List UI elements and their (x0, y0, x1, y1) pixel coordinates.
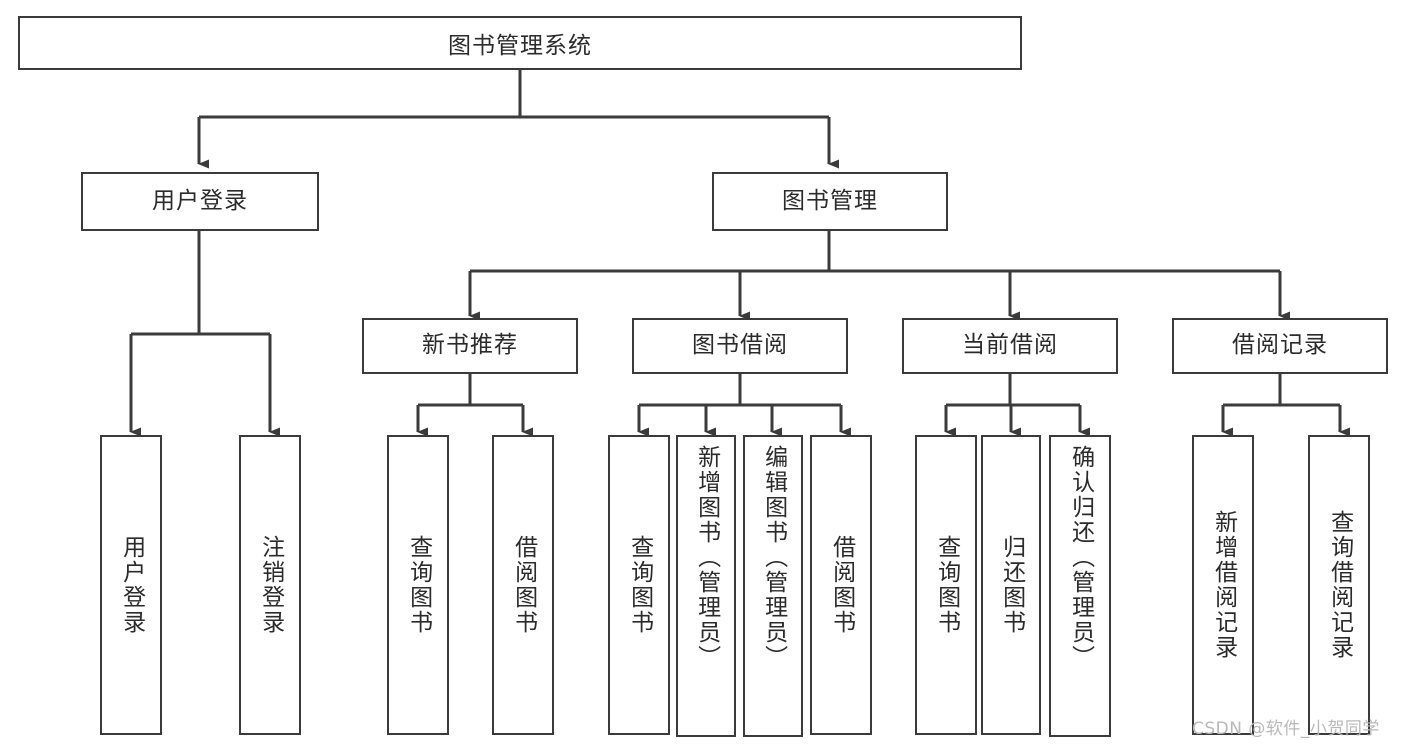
node-leaf-query-book-recommend[interactable]: 查询图书 (387, 435, 449, 735)
node-label: 新增借阅记录 (1210, 510, 1237, 660)
node-label: 确认归还（管理员） (1067, 445, 1094, 670)
node-leaf-confirm-return-admin[interactable]: 确认归还（管理员） (1049, 435, 1111, 737)
node-leaf-borrow-book-recommend[interactable]: 借阅图书 (492, 435, 554, 735)
node-label: 新增图书（管理员） (693, 445, 720, 670)
node-leaf-return-book[interactable]: 归还图书 (981, 435, 1041, 735)
node-root-book-management-system[interactable]: 图书管理系统 (18, 16, 1022, 70)
node-label: 借阅记录 (1232, 332, 1328, 359)
node-leaf-edit-book-admin[interactable]: 编辑图书（管理员） (743, 435, 803, 737)
node-label: 查询图书 (405, 535, 432, 635)
node-leaf-borrow-book-borrow[interactable]: 借阅图书 (810, 435, 872, 735)
node-label: 注销登录 (257, 535, 284, 635)
node-label: 当前借阅 (962, 332, 1058, 359)
node-leaf-user-login[interactable]: 用户登录 (100, 435, 162, 735)
node-label: 借阅图书 (828, 535, 855, 635)
node-book-borrow[interactable]: 图书借阅 (632, 318, 848, 374)
csdn-watermark: CSDN @软件_小贺同学 (1192, 719, 1380, 739)
node-label: 归还图书 (998, 535, 1025, 635)
node-leaf-add-book-admin[interactable]: 新增图书（管理员） (676, 435, 736, 737)
node-borrow-record[interactable]: 借阅记录 (1172, 318, 1388, 374)
node-label: 图书管理 (782, 187, 878, 214)
node-label: 用户登录 (152, 187, 248, 214)
node-leaf-query-book-current[interactable]: 查询图书 (915, 435, 977, 735)
node-label: 图书借阅 (692, 332, 788, 359)
node-user-login[interactable]: 用户登录 (81, 172, 319, 231)
node-leaf-user-logout[interactable]: 注销登录 (239, 435, 301, 735)
node-label: 查询图书 (626, 535, 653, 635)
node-leaf-query-borrow-record[interactable]: 查询借阅记录 (1308, 435, 1370, 735)
node-leaf-query-book-borrow[interactable]: 查询图书 (608, 435, 670, 735)
node-leaf-add-borrow-record[interactable]: 新增借阅记录 (1192, 435, 1254, 735)
node-label: 编辑图书（管理员） (760, 445, 787, 670)
node-new-book-recommend[interactable]: 新书推荐 (362, 318, 578, 374)
node-current-borrow[interactable]: 当前借阅 (902, 318, 1118, 374)
node-label: 查询图书 (933, 535, 960, 635)
node-book-management[interactable]: 图书管理 (712, 172, 948, 231)
node-label: 用户登录 (118, 535, 145, 635)
node-label: 图书管理系统 (448, 33, 592, 59)
node-label: 借阅图书 (510, 535, 537, 635)
node-label: 查询借阅记录 (1326, 510, 1353, 660)
node-label: 新书推荐 (422, 332, 518, 359)
